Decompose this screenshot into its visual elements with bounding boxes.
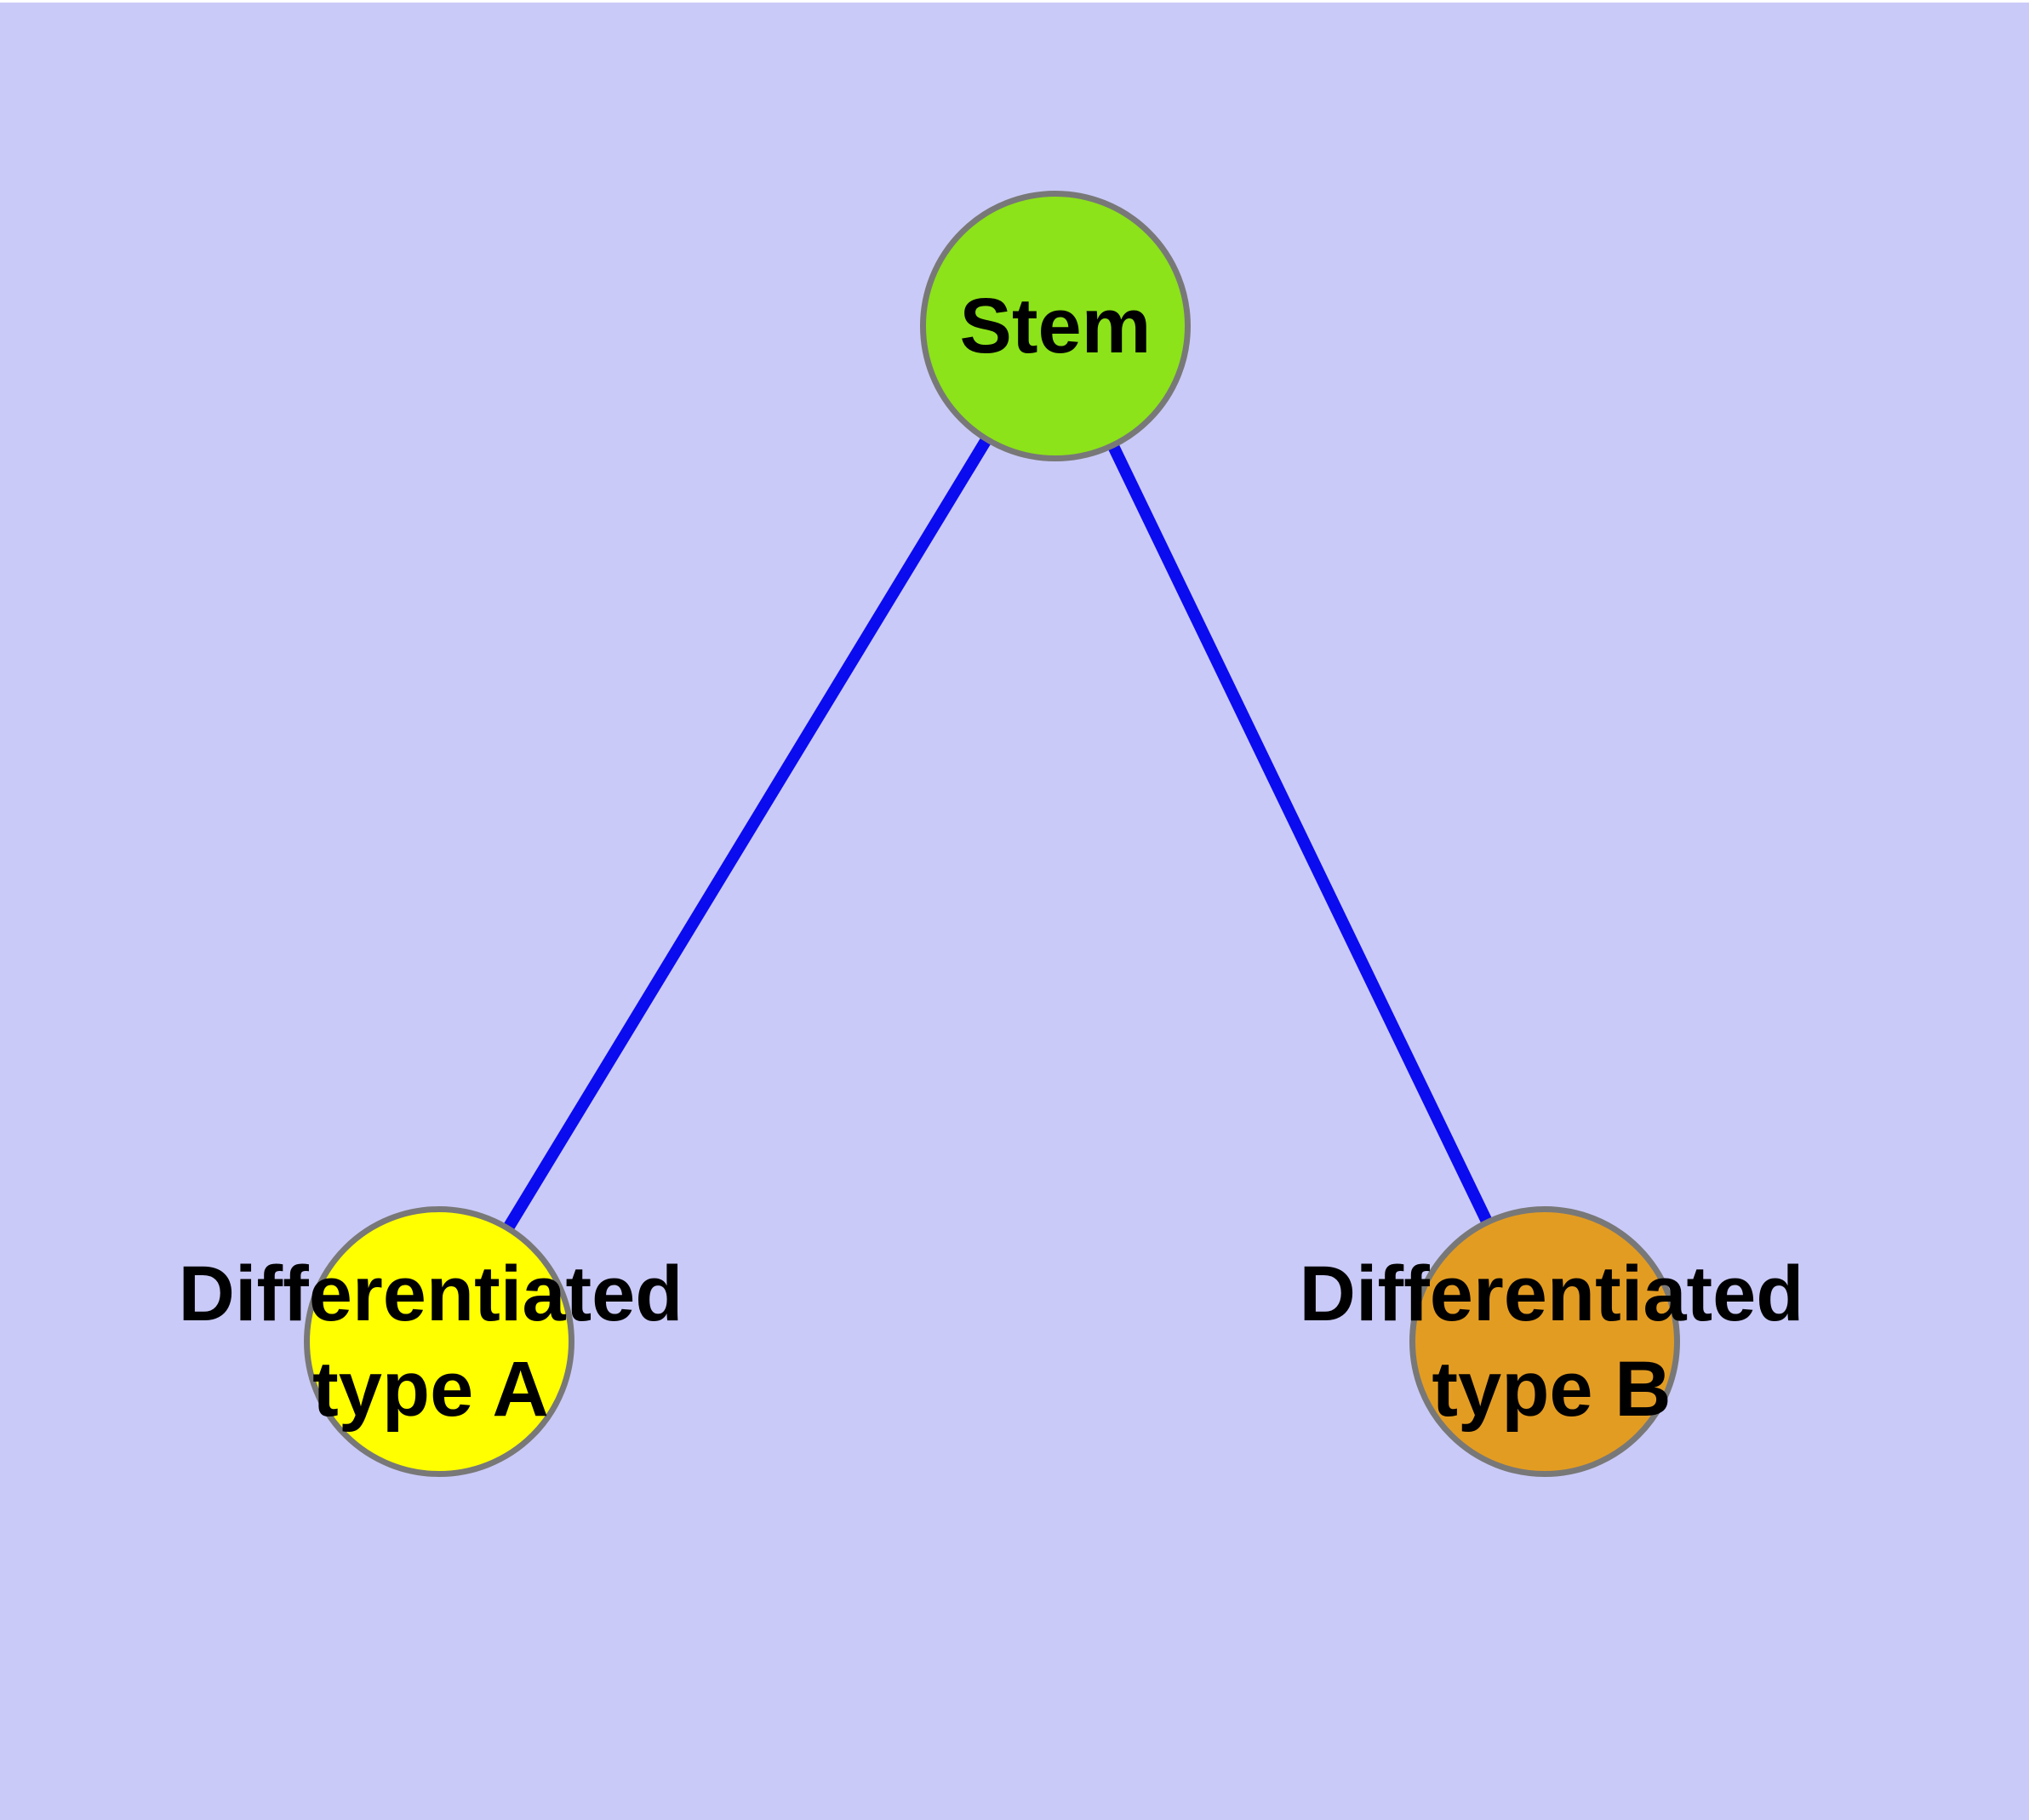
node-differentiated-type-a (304, 1206, 574, 1477)
node-stem-label: Stem (960, 278, 1152, 374)
label-line: type B (1432, 1346, 1672, 1433)
node-stem (920, 191, 1191, 461)
edge-stem-to-type-a (434, 323, 1060, 1345)
label-line: Stem (959, 283, 1152, 369)
node-differentiated-type-b (1409, 1206, 1680, 1477)
top-margin (0, 0, 2029, 3)
edge-stem-to-type-b (1049, 323, 1551, 1345)
label-line: type A (312, 1346, 549, 1433)
node-differentiated-type-b-label: Differentiated type B (1300, 1246, 1804, 1437)
label-line: Differentiated (178, 1251, 683, 1337)
node-differentiated-type-a-label: Differentiated type A (179, 1246, 683, 1437)
label-line: Differentiated (1299, 1251, 1804, 1337)
